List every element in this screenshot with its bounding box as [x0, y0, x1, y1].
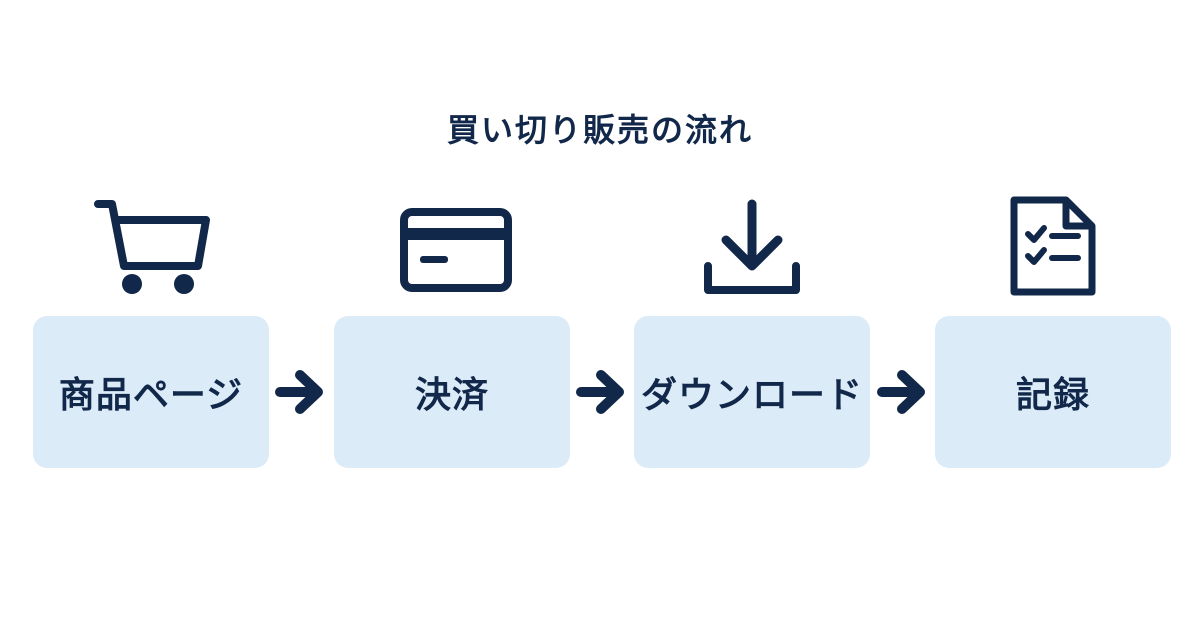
step-product-page: 商品ページ [33, 316, 269, 468]
step-label: ダウンロード [640, 375, 863, 416]
download-icon [692, 190, 812, 300]
step-payment: 決済 [334, 316, 570, 468]
arrow-right-icon [876, 367, 930, 417]
diagram-title: 買い切り販売の流れ [446, 111, 753, 149]
step-record: 記録 [935, 316, 1171, 468]
step-label: 記録 [1015, 375, 1090, 416]
step-label: 商品ページ [58, 375, 244, 416]
arrow-right-icon [274, 367, 328, 417]
arrow-right-icon [575, 367, 629, 417]
step-label: 決済 [414, 375, 489, 416]
credit-card-icon [394, 190, 514, 300]
checklist-document-icon [996, 190, 1116, 300]
step-download: ダウンロード [634, 316, 870, 468]
shopping-cart-icon [92, 190, 212, 300]
